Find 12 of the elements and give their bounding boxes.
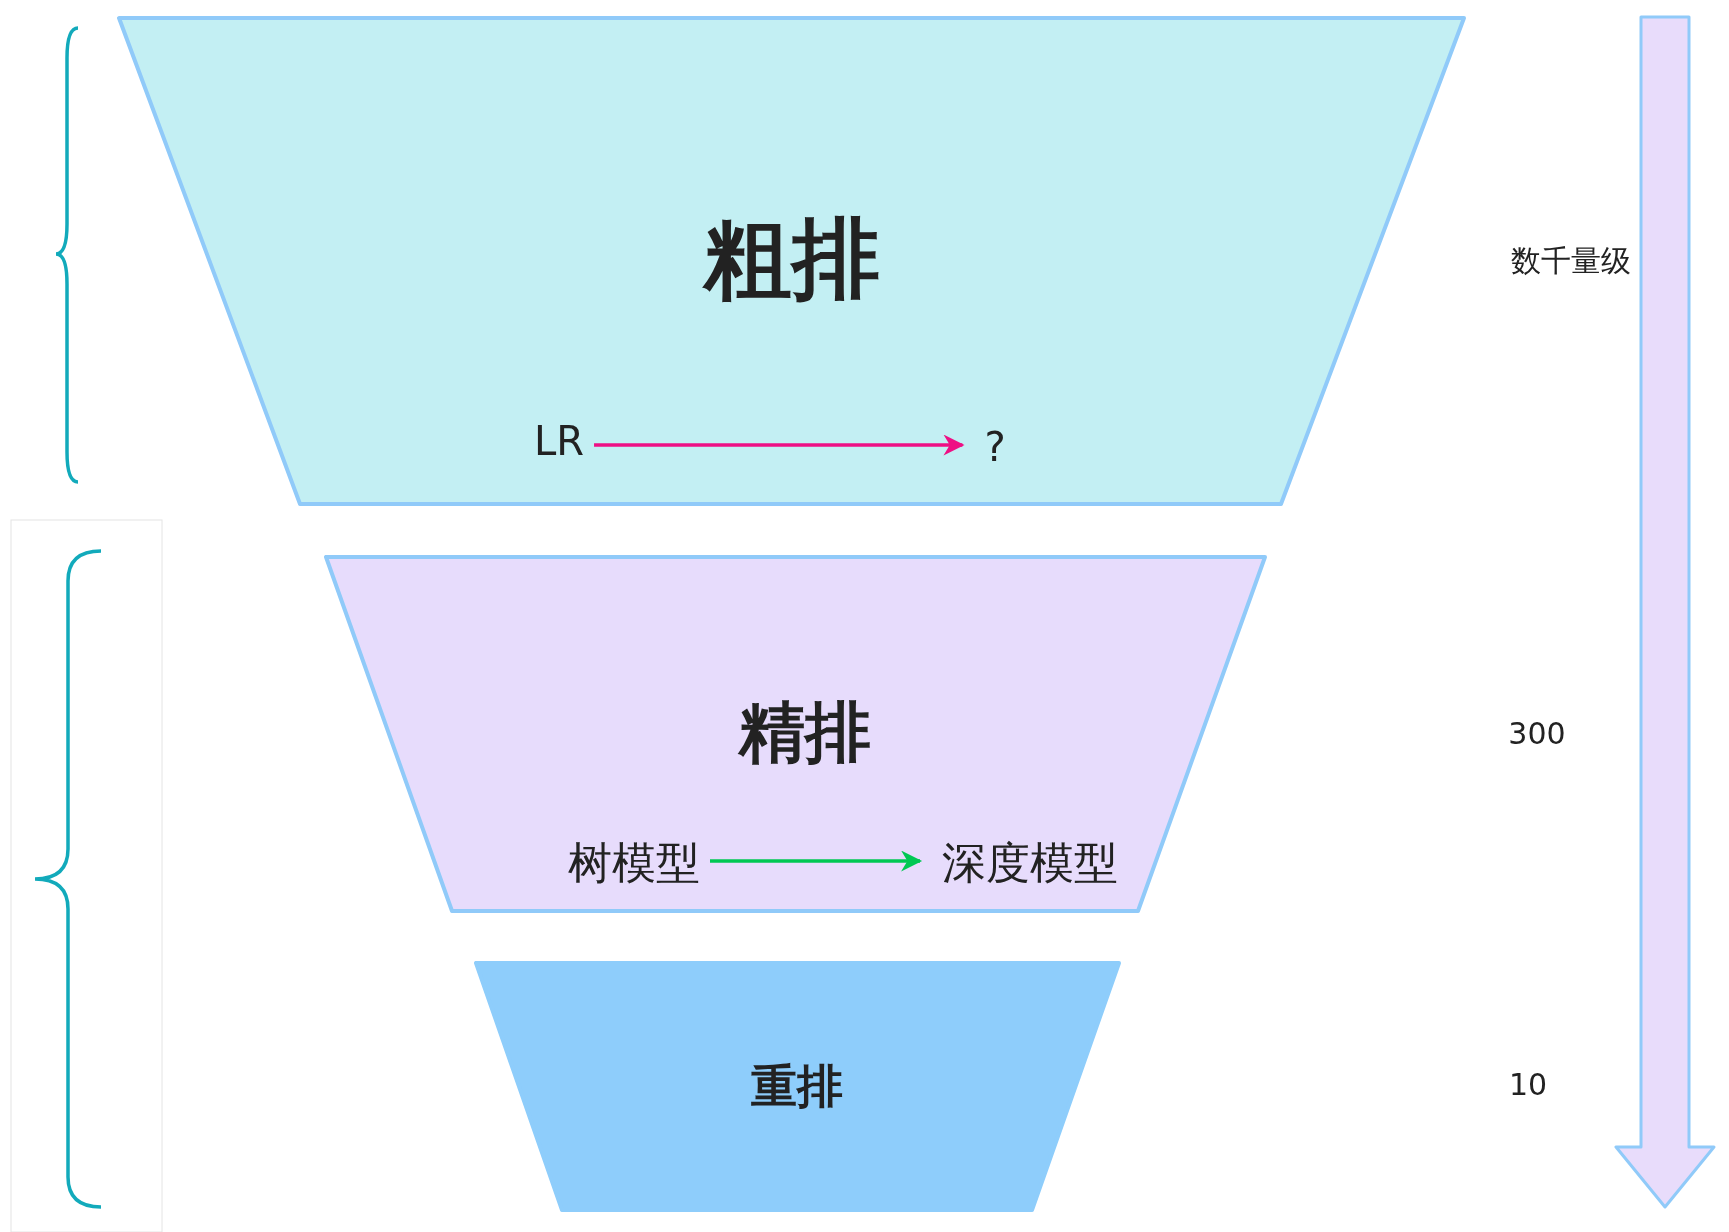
count-label: 数千量级 xyxy=(1511,243,1631,277)
count-label: 300 xyxy=(1508,716,1566,750)
model-label: LR xyxy=(533,418,585,464)
count-label: 10 xyxy=(1508,1067,1548,1101)
stage-title: 粗排 xyxy=(704,210,880,308)
arrow xyxy=(710,850,923,872)
model-label: ? xyxy=(984,424,1006,470)
stage-title: 重排 xyxy=(751,1060,843,1112)
model-label: 树模型 xyxy=(568,836,700,888)
arrow xyxy=(594,434,965,456)
model-label: 深度模型 xyxy=(942,836,1118,888)
stage-title: 精排 xyxy=(739,696,871,770)
